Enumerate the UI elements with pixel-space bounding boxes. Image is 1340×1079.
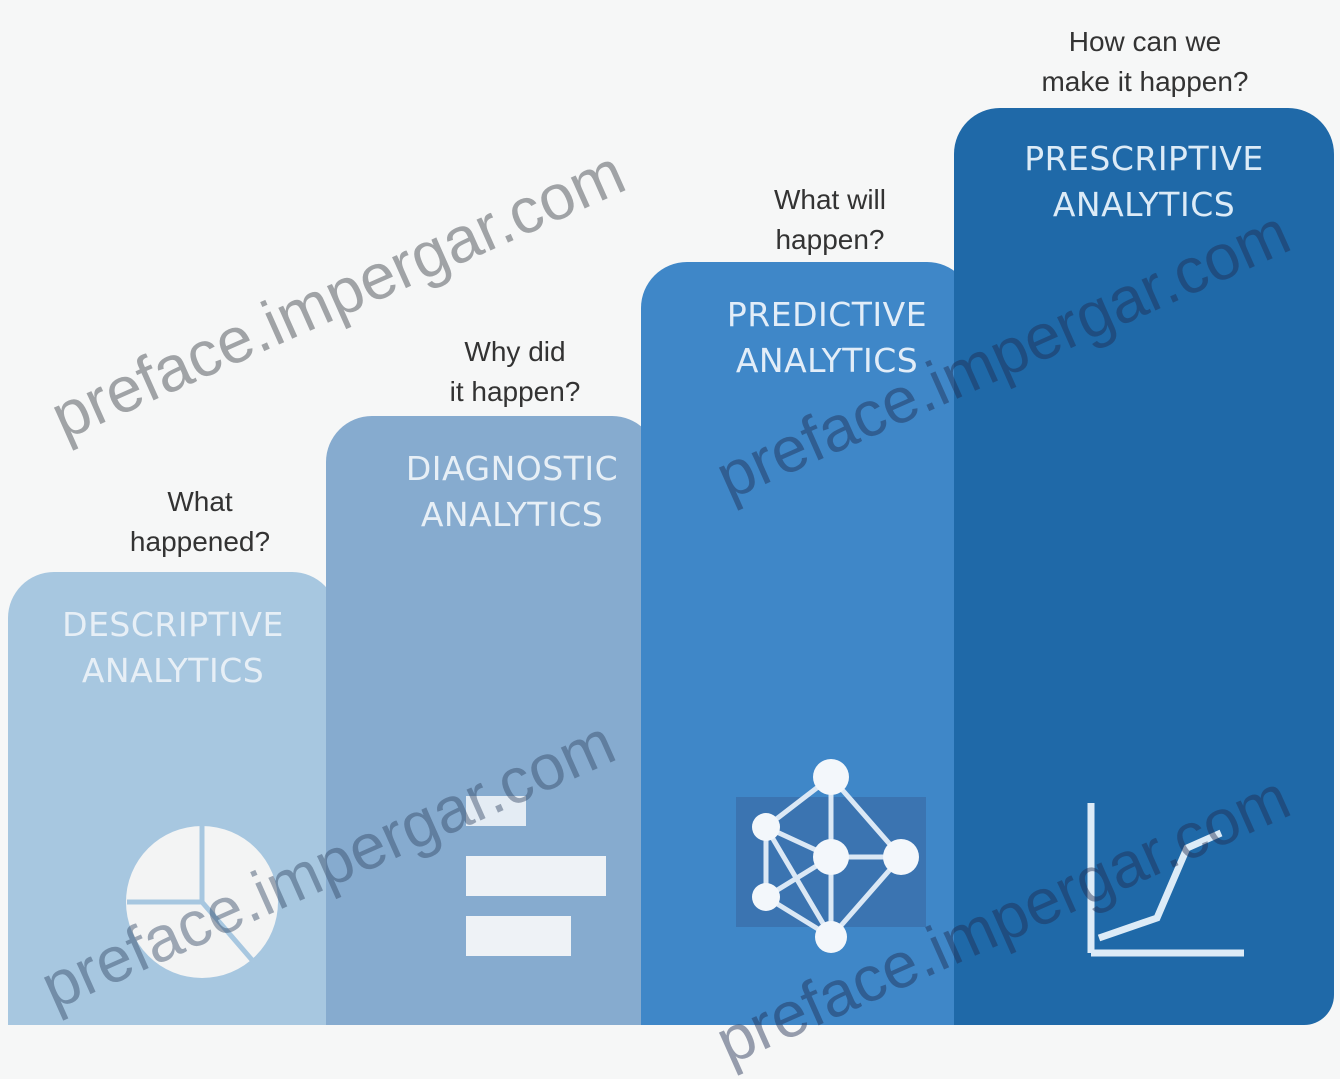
question-diagnostic: Why did it happen? bbox=[449, 336, 581, 407]
pie-chart-icon bbox=[126, 826, 278, 978]
step-title-prescriptive: PRESCRIPTIVE ANALYTICS bbox=[1024, 139, 1264, 224]
step-title-predictive: PREDICTIVE ANALYTICS bbox=[726, 295, 928, 380]
network-icon bbox=[736, 759, 926, 953]
question-predictive: What will happen? bbox=[773, 184, 886, 255]
step-predictive: PREDICTIVE ANALYTICS bbox=[641, 262, 973, 1025]
step-title-descriptive: DESCRIPTIVE ANALYTICS bbox=[62, 605, 284, 690]
bar-list-icon bbox=[466, 796, 606, 956]
question-prescriptive: How can we make it happen? bbox=[1041, 26, 1249, 97]
analytics-steps-diagram: What happened? Why did it happen? What w… bbox=[8, 26, 1334, 1078]
step-title-diagnostic: DIAGNOSTIC ANALYTICS bbox=[405, 449, 619, 534]
step-descriptive: DESCRIPTIVE ANALYTICS bbox=[8, 572, 338, 1025]
step-prescriptive: PRESCRIPTIVE ANALYTICS bbox=[954, 108, 1334, 1025]
question-descriptive: What happened? bbox=[129, 486, 271, 557]
step-diagnostic: DIAGNOSTIC ANALYTICS bbox=[326, 416, 658, 1025]
line-chart-icon bbox=[1087, 803, 1244, 957]
